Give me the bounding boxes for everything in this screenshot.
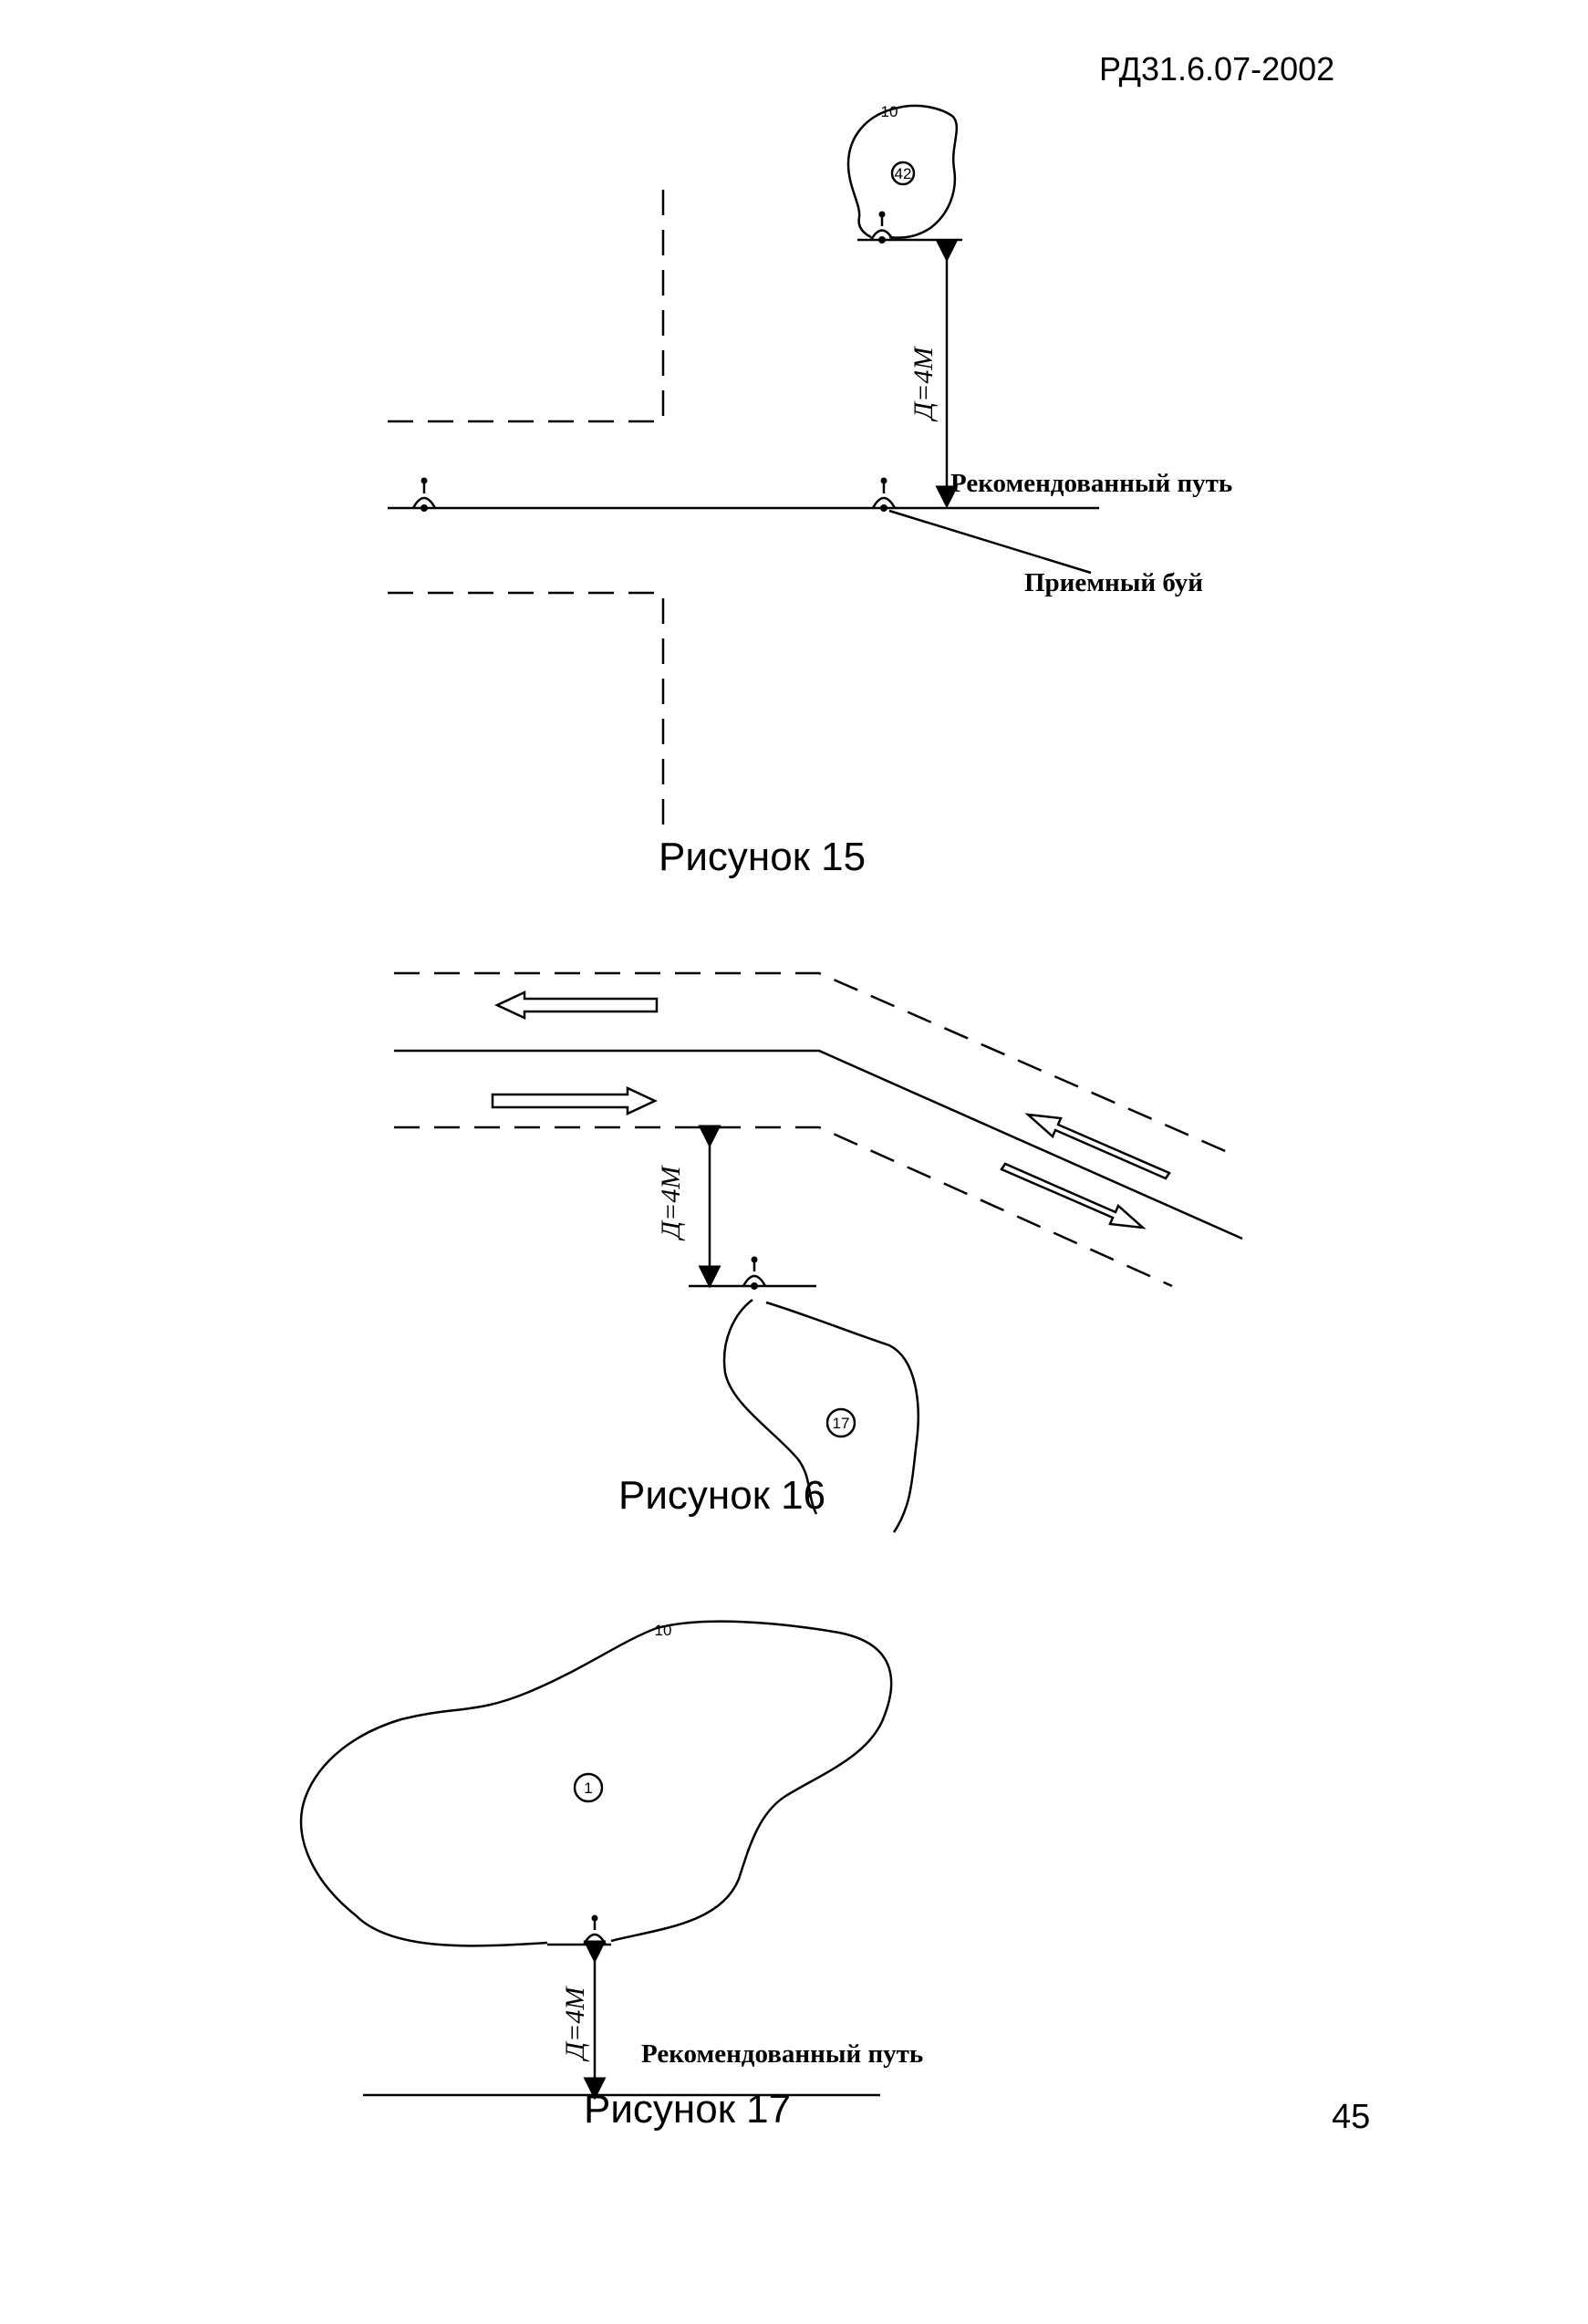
- fig15-shoal-buoy-icon: [869, 211, 895, 244]
- fig16-center-line: [394, 1049, 1243, 1240]
- fig15-buoy-leader: [888, 509, 1092, 575]
- page-number: 45: [1332, 2098, 1371, 2136]
- figure-15-drawing: 42 10 Д=4М: [388, 103, 1099, 830]
- fig15-dimension-label: Д=4М: [908, 346, 939, 422]
- fig17-depth-mark: 1: [584, 1779, 592, 1797]
- fig17-shoal-outline: [299, 1620, 893, 1947]
- fig15-route-label: Рекомендованный путь: [950, 469, 1233, 498]
- fig17-route-label: Рекомендованный путь: [641, 2039, 924, 2069]
- figure-17-caption: Рисунок 17: [584, 2087, 792, 2132]
- fig17-isobath-label: 10: [655, 1622, 672, 1639]
- fig15-depth-circle: [890, 161, 916, 186]
- fig17-dimension-label: Д=4М: [560, 1986, 590, 2062]
- fig16-buoy-icon: [742, 1256, 767, 1290]
- figure-17-drawing: 10 1 Д=4М: [299, 1620, 893, 2101]
- fig16-lower-edge: [394, 1126, 1173, 1288]
- figure-16-drawing: Д=4М 17: [394, 971, 1243, 1533]
- fig16-depth-circle: [825, 1407, 856, 1438]
- fig15-receiving-buoy-icon: [871, 477, 897, 512]
- figure-15-caption: Рисунок 15: [659, 835, 867, 879]
- fig15-isobath-label: 10: [881, 103, 898, 120]
- fig17-buoy-icon: [582, 1914, 607, 1948]
- fig15-buoy-label: Приемный буй: [1024, 568, 1203, 597]
- fig15-buoy-left-icon: [411, 477, 437, 512]
- document-code: РД31.6.07-2002: [1099, 50, 1335, 88]
- fig16-shoal-outline: [722, 1299, 818, 1515]
- fig16-arrow-diag-down: [1000, 1162, 1147, 1229]
- fig16-arrow-diag-up: [1024, 1113, 1171, 1180]
- fig15-upper-channel-edge: [388, 181, 665, 423]
- fig15-depth-mark: 42: [895, 165, 912, 182]
- fig15-lower-channel-edge: [388, 591, 665, 830]
- fig16-shoal-outline-right: [765, 1301, 919, 1533]
- figure-16-caption: Рисунок 16: [618, 1473, 826, 1518]
- fig15-shoal-outline: [846, 104, 959, 239]
- fig16-arrow-eastbound: [491, 1086, 658, 1115]
- fig16-upper-edge: [394, 971, 1232, 1156]
- fig16-dimension-label: Д=4М: [656, 1165, 686, 1241]
- fig16-depth-mark: 17: [833, 1415, 850, 1432]
- fig17-depth-circle: [573, 1772, 604, 1803]
- fig16-arrow-westbound: [494, 991, 659, 1020]
